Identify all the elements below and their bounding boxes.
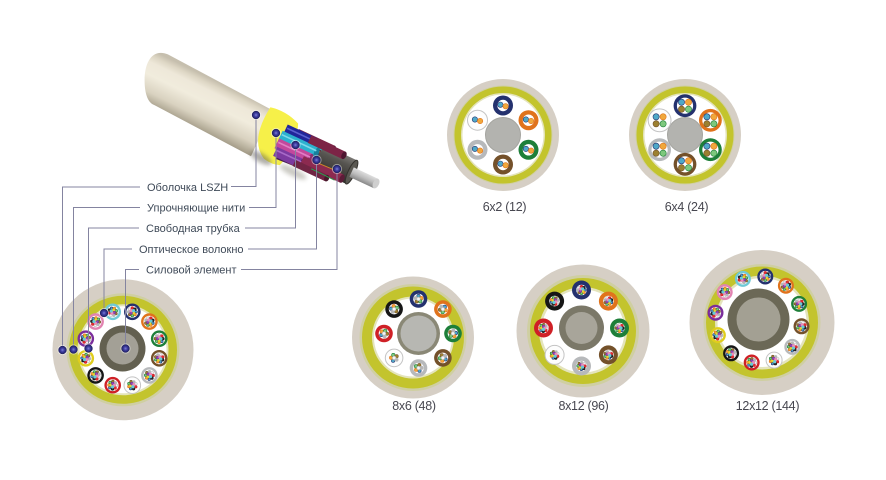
svg-text:12x12 (144): 12x12 (144) bbox=[736, 399, 800, 413]
svg-text:Свободная трубка: Свободная трубка bbox=[146, 223, 241, 235]
svg-text:Оболочка LSZH: Оболочка LSZH bbox=[147, 182, 228, 194]
svg-text:Упрочняющие нити: Упрочняющие нити bbox=[147, 203, 245, 215]
svg-text:6x2 (12): 6x2 (12) bbox=[483, 200, 527, 214]
svg-text:8x12 (96): 8x12 (96) bbox=[558, 399, 608, 413]
svg-text:Оптическое волокно: Оптическое волокно bbox=[139, 244, 244, 256]
svg-text:8x6 (48): 8x6 (48) bbox=[392, 399, 436, 413]
svg-text:Силовой элемент: Силовой элемент bbox=[146, 265, 237, 277]
svg-text:6x4 (24): 6x4 (24) bbox=[665, 200, 709, 214]
